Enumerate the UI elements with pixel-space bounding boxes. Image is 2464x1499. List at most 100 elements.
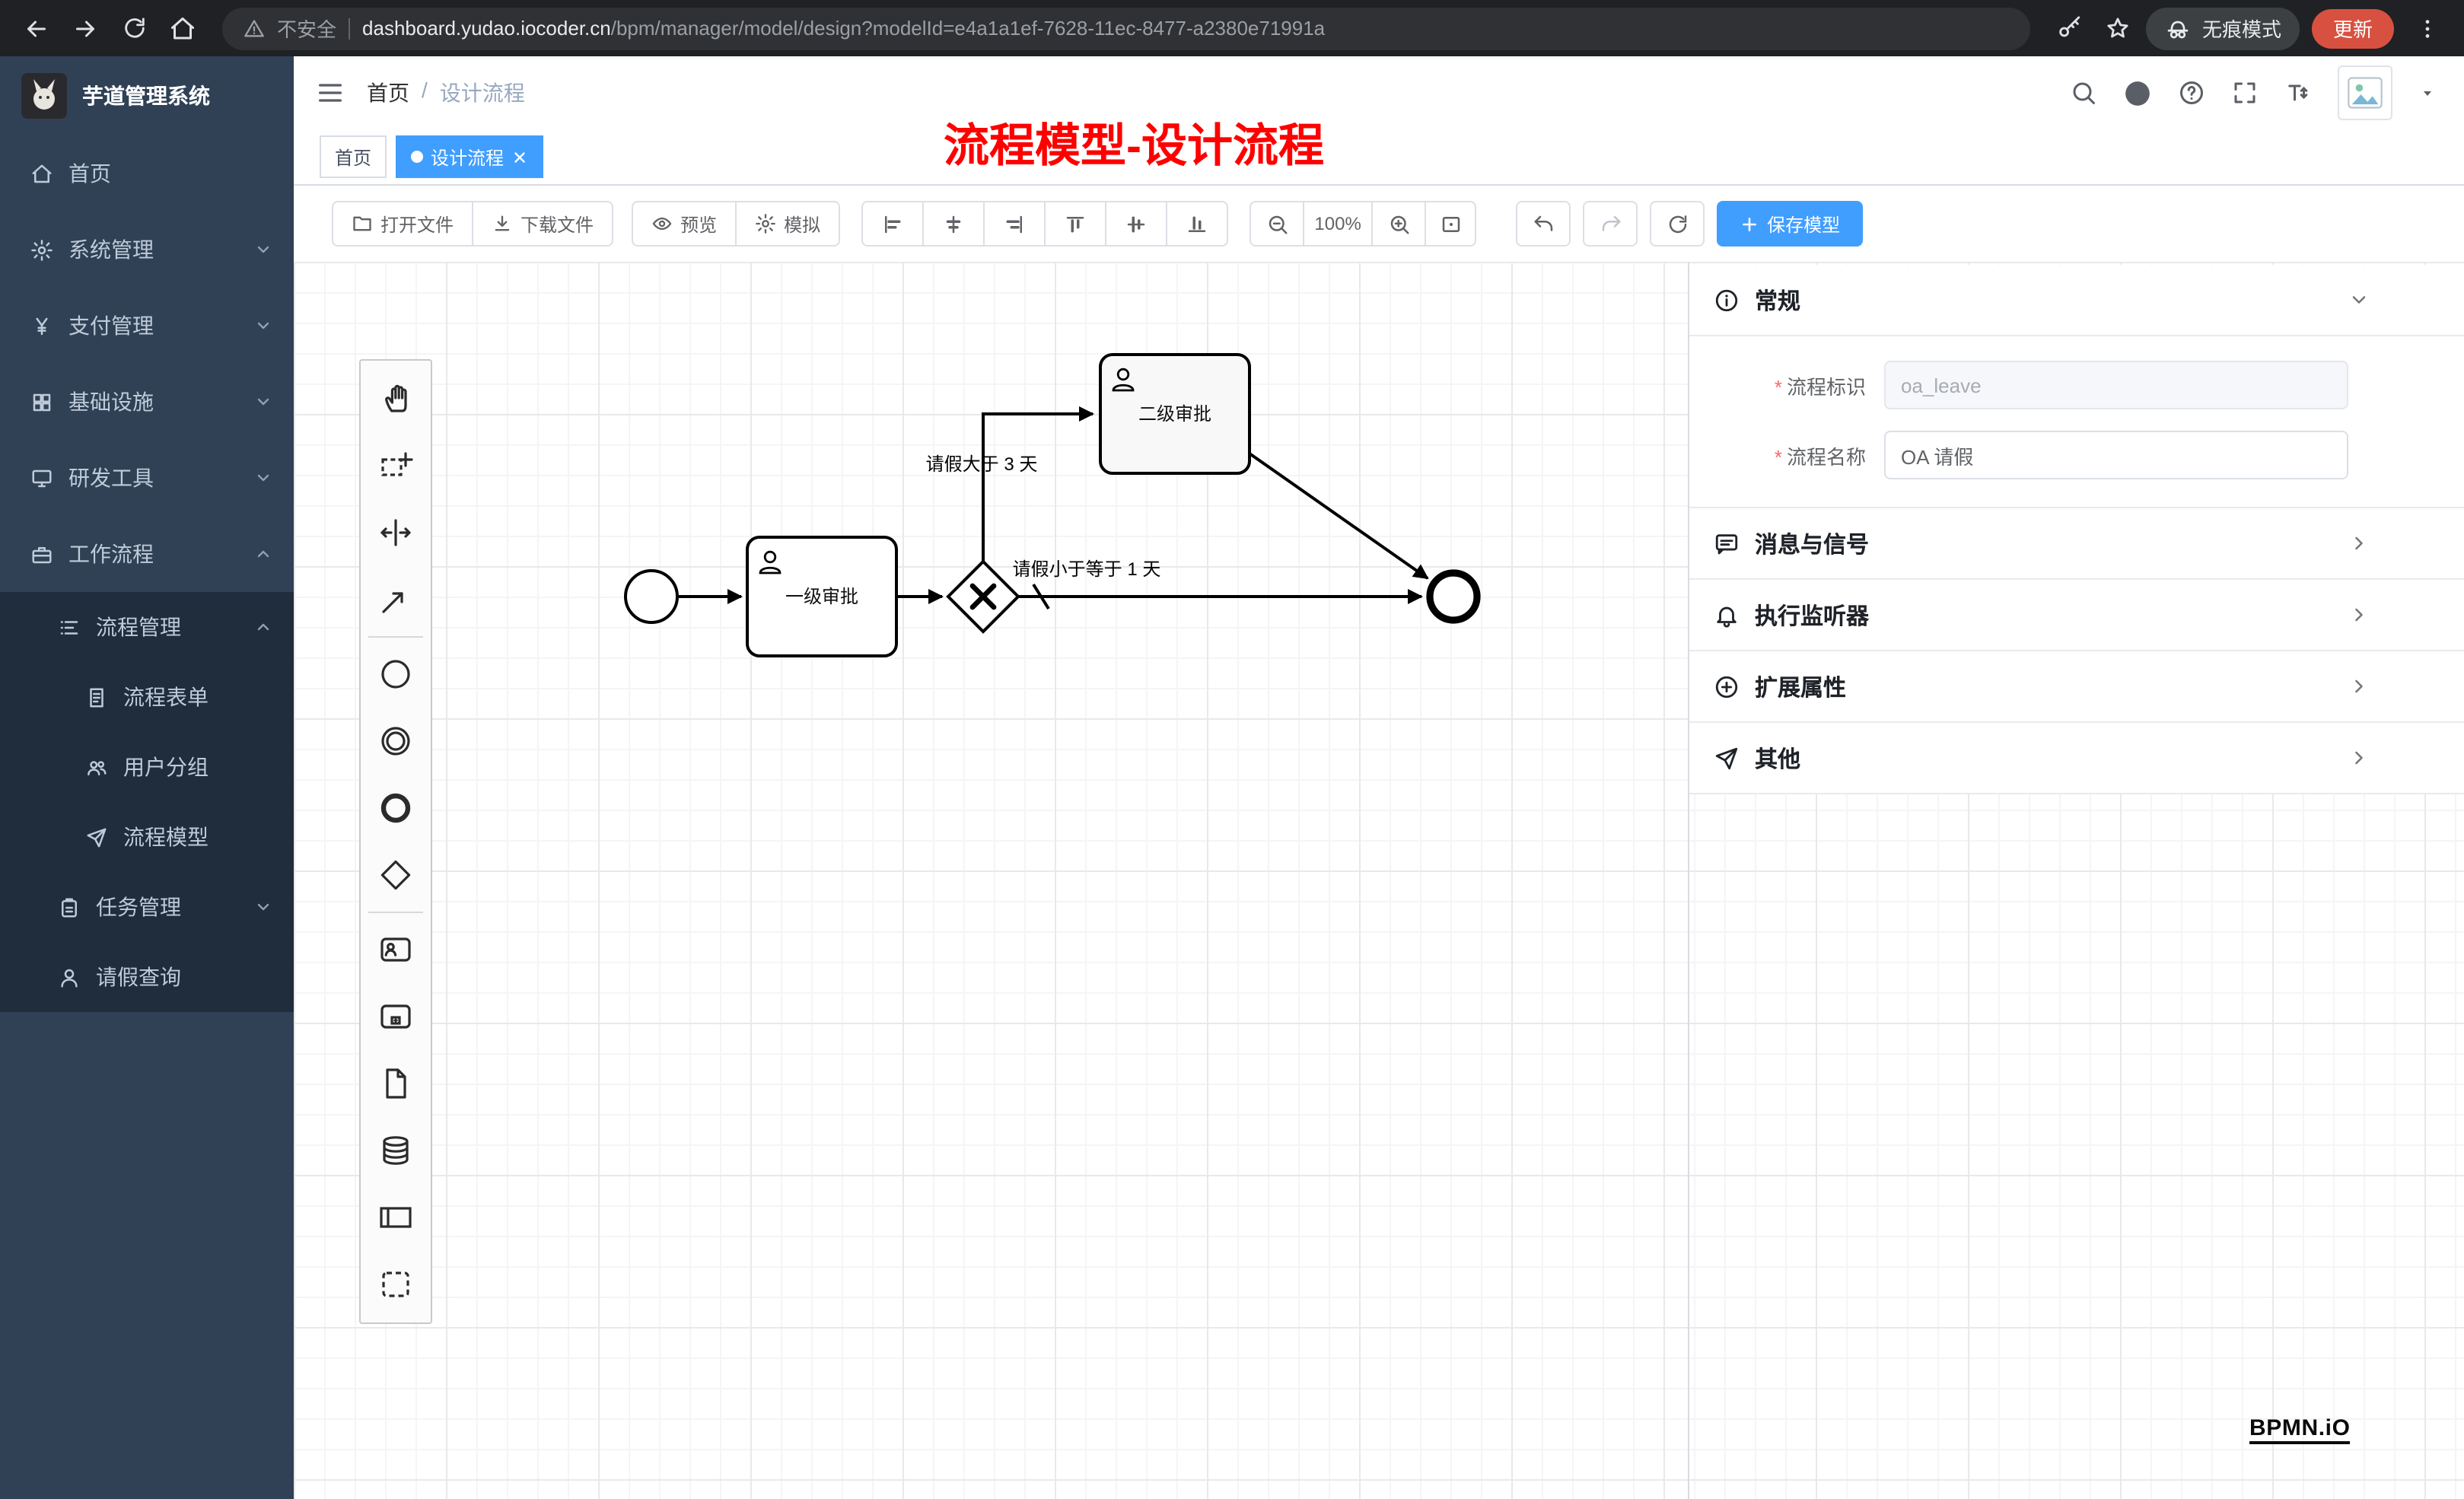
align-right-button[interactable] <box>983 201 1046 247</box>
key-icon <box>2060 16 2081 37</box>
create-gateway[interactable] <box>361 842 431 909</box>
incognito-label: 无痕模式 <box>2201 18 2281 41</box>
sidebar-item-task-management[interactable]: 任务管理 <box>0 872 294 942</box>
zoom-out-button[interactable] <box>1250 201 1305 247</box>
app-logo-row[interactable]: 芋道管理系统 <box>0 56 294 135</box>
caret-down-icon[interactable] <box>2418 84 2437 102</box>
create-start-event[interactable] <box>361 641 431 708</box>
sidebar-item-user-group[interactable]: 用户分组 <box>0 732 294 802</box>
file-icon <box>386 1068 406 1099</box>
open-file-button[interactable]: 打开文件 <box>332 201 474 247</box>
create-group[interactable] <box>361 1251 431 1318</box>
space-tool[interactable] <box>361 499 431 566</box>
breadcrumb-home[interactable]: 首页 <box>367 81 409 105</box>
create-end-event[interactable] <box>361 775 431 842</box>
create-data-object[interactable] <box>361 1050 431 1117</box>
browser-update-button[interactable]: 更新 <box>2311 8 2394 48</box>
undo-icon <box>1533 215 1552 231</box>
download-file-button[interactable]: 下载文件 <box>472 201 614 247</box>
form-row-process-key: *流程标识 <box>1726 361 2348 409</box>
align-top-button[interactable] <box>1044 201 1107 247</box>
hamburger-icon[interactable] <box>315 78 345 108</box>
create-user-task[interactable] <box>361 916 431 983</box>
lasso-tool[interactable] <box>361 432 431 499</box>
sidebar-item-infra[interactable]: 基础设施 <box>0 364 294 440</box>
bpmn-canvas[interactable]: 请假大于 3 天 请假小于等于 1 天 <box>294 262 2464 1499</box>
bpmn-flow-gateway-to-end[interactable]: 请假小于等于 1 天 <box>1013 559 1423 610</box>
save-model-button[interactable]: 保存模型 <box>1717 201 1864 247</box>
chevron-right-icon <box>2355 536 2363 550</box>
sidebar-item-payment[interactable]: 支付管理 <box>0 288 294 364</box>
restart-button[interactable] <box>1650 201 1705 247</box>
active-dot <box>411 151 424 163</box>
password-key-button[interactable] <box>2049 7 2091 49</box>
github-icon[interactable] <box>2123 78 2152 107</box>
global-connect-tool[interactable] <box>361 566 431 633</box>
create-participant[interactable] <box>361 1184 431 1251</box>
bpmn-exclusive-gateway[interactable] <box>946 559 1020 634</box>
security-label[interactable]: 不安全 <box>277 18 337 41</box>
process-key-input[interactable] <box>1884 361 2348 409</box>
bpmn-io-logo[interactable]: BPMN.iO <box>2249 1415 2351 1444</box>
zoom-in-button[interactable] <box>1371 201 1427 247</box>
panel-section-extended[interactable]: 扩展属性 <box>1689 651 2464 723</box>
zoom-out-icon <box>1268 215 1287 234</box>
process-name-input[interactable] <box>1884 431 2348 479</box>
tab-design-process[interactable]: 设计流程 <box>396 135 544 178</box>
browser-reload-button[interactable] <box>113 7 155 49</box>
create-subprocess[interactable] <box>361 983 431 1050</box>
chevron-right-icon <box>2355 679 2363 693</box>
simulate-button[interactable]: 模拟 <box>735 201 841 247</box>
sidebar-item-process-management[interactable]: 流程管理 <box>0 592 294 662</box>
browser-menu-button[interactable] <box>2406 7 2449 49</box>
panel-section-other[interactable]: 其他 <box>1689 723 2464 794</box>
sidebar-item-process-form[interactable]: 流程表单 <box>0 662 294 732</box>
bpmn-flow-gateway-to-task2[interactable]: 请假大于 3 天 <box>926 406 1094 562</box>
font-size-icon[interactable] <box>2284 79 2312 107</box>
bpmn-start-event[interactable] <box>624 569 679 624</box>
bpmn-flow-task2-to-end[interactable] <box>1248 452 1429 580</box>
bookmark-star-button[interactable] <box>2097 7 2140 49</box>
sidebar-item-label: 工作流程 <box>68 542 154 566</box>
browser-back-button[interactable] <box>15 7 58 49</box>
bpmn-task-level2[interactable]: 二级审批 <box>1099 353 1251 475</box>
panel-section-listeners[interactable]: 执行监听器 <box>1689 580 2464 651</box>
hand-tool[interactable] <box>361 365 431 432</box>
browser-home-button[interactable] <box>161 7 204 49</box>
space-tool-icon <box>380 519 411 546</box>
align-center-button[interactable] <box>922 201 985 247</box>
align-middle-button[interactable] <box>1105 201 1168 247</box>
create-intermediate-event[interactable] <box>361 708 431 775</box>
sidebar-item-process-model[interactable]: 流程模型 <box>0 802 294 872</box>
search-icon[interactable] <box>2070 79 2097 107</box>
create-data-store[interactable] <box>361 1117 431 1184</box>
star-icon <box>2108 18 2129 38</box>
address-bar[interactable]: 不安全 dashboard.yudao.iocoder.cn/bpm/manag… <box>222 7 2030 49</box>
align-left-button[interactable] <box>861 201 925 247</box>
sidebar-item-workflow[interactable]: 工作流程 <box>0 516 294 592</box>
avatar[interactable] <box>2338 65 2392 120</box>
bpmn-diagram[interactable]: 请假大于 3 天 请假小于等于 1 天 <box>294 262 2464 1499</box>
zoom-reset-button[interactable] <box>1425 201 1477 247</box>
gateway-icon <box>380 860 411 890</box>
browser-forward-button[interactable] <box>64 7 107 49</box>
bpmn-end-event[interactable] <box>1426 569 1481 624</box>
sidebar-item-leave-query[interactable]: 请假查询 <box>0 942 294 1012</box>
bpmn-task-level1[interactable]: 一级审批 <box>746 536 898 657</box>
fullscreen-icon[interactable] <box>2231 79 2259 107</box>
plus-circle-icon <box>1715 675 1738 698</box>
panel-section-general[interactable]: 常规 <box>1689 265 2464 336</box>
preview-button[interactable]: 预览 <box>632 201 737 247</box>
zoom-level-display[interactable]: 100% <box>1303 201 1374 247</box>
undo-button[interactable] <box>1516 201 1571 247</box>
align-bottom-button[interactable] <box>1166 201 1229 247</box>
sidebar-item-devtools[interactable]: 研发工具 <box>0 440 294 516</box>
panel-section-messages[interactable]: 消息与信号 <box>1689 508 2464 580</box>
question-icon[interactable] <box>2178 79 2205 107</box>
close-icon[interactable] <box>511 148 528 165</box>
sidebar-item-system[interactable]: 系统管理 <box>0 212 294 288</box>
align-right-icon <box>1006 215 1023 233</box>
sidebar-item-home[interactable]: 首页 <box>0 135 294 212</box>
redo-button[interactable] <box>1583 201 1638 247</box>
tab-home[interactable]: 首页 <box>320 135 387 178</box>
